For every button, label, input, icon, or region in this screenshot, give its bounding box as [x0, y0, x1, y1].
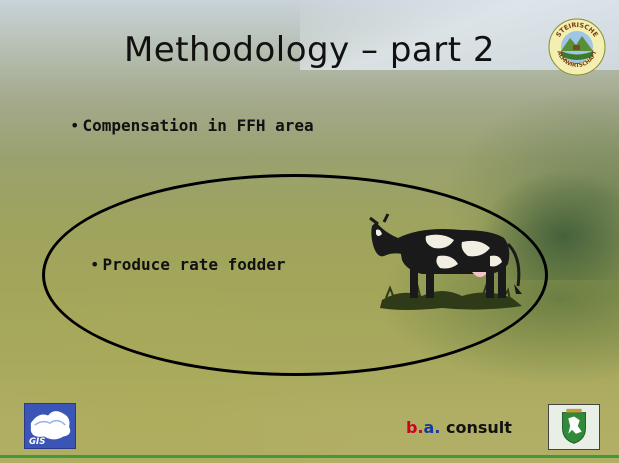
brand-part-b: b.	[406, 418, 424, 437]
gis-logo-icon: GIS	[24, 403, 76, 449]
gis-logo-text: GIS	[29, 437, 45, 447]
brand-part-consult: consult	[440, 418, 512, 437]
bullet-text: Produce rate fodder	[102, 255, 286, 274]
brand-name: b.a. consult	[406, 418, 512, 437]
bottom-divider	[0, 455, 619, 458]
coat-of-arms-icon	[548, 404, 600, 450]
cow-icon	[369, 213, 522, 310]
bullet-fodder: •Produce rate fodder	[90, 255, 285, 274]
highlight-ellipse	[42, 174, 548, 376]
brand-part-a: a.	[423, 418, 441, 437]
bullet-text: Compensation in FFH area	[82, 116, 314, 135]
bullet-marker: •	[90, 255, 100, 274]
slide-title: Methodology – part 2	[123, 30, 496, 70]
steirische-almwirtschaft-seal-icon: STEIRISCHE ALMWIRTSCHAFT	[548, 18, 606, 76]
bullet-compensation: •Compensation in FFH area	[70, 116, 314, 135]
bullet-marker: •	[70, 116, 80, 135]
